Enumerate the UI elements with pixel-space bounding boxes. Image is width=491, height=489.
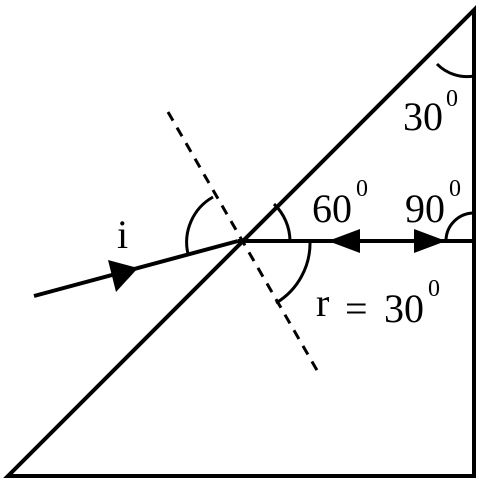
apex-angle-arc [435,62,475,79]
right-angle-arc [444,211,475,242]
apex-angle-label: 30 [403,94,443,139]
arrowhead-right [414,229,446,253]
incident-label: i [117,212,128,257]
angle-90-label: 90 [405,186,445,231]
refraction-equals: = [345,286,368,331]
apex-angle-degree: 0 [446,86,458,112]
refraction-angle-arc [275,240,312,305]
angle-60-arc [272,202,292,242]
incidence-angle-arc [185,195,214,255]
incident-arrowhead [108,260,138,292]
angle-60-label: 60 [312,186,352,231]
refraction-degree: 0 [428,276,440,302]
angle-60-degree: 0 [356,176,368,202]
refraction-value: 30 [384,286,424,331]
arrowhead-left [328,229,360,253]
angle-90-degree: 0 [449,176,461,202]
refraction-label-r: r [316,280,329,325]
